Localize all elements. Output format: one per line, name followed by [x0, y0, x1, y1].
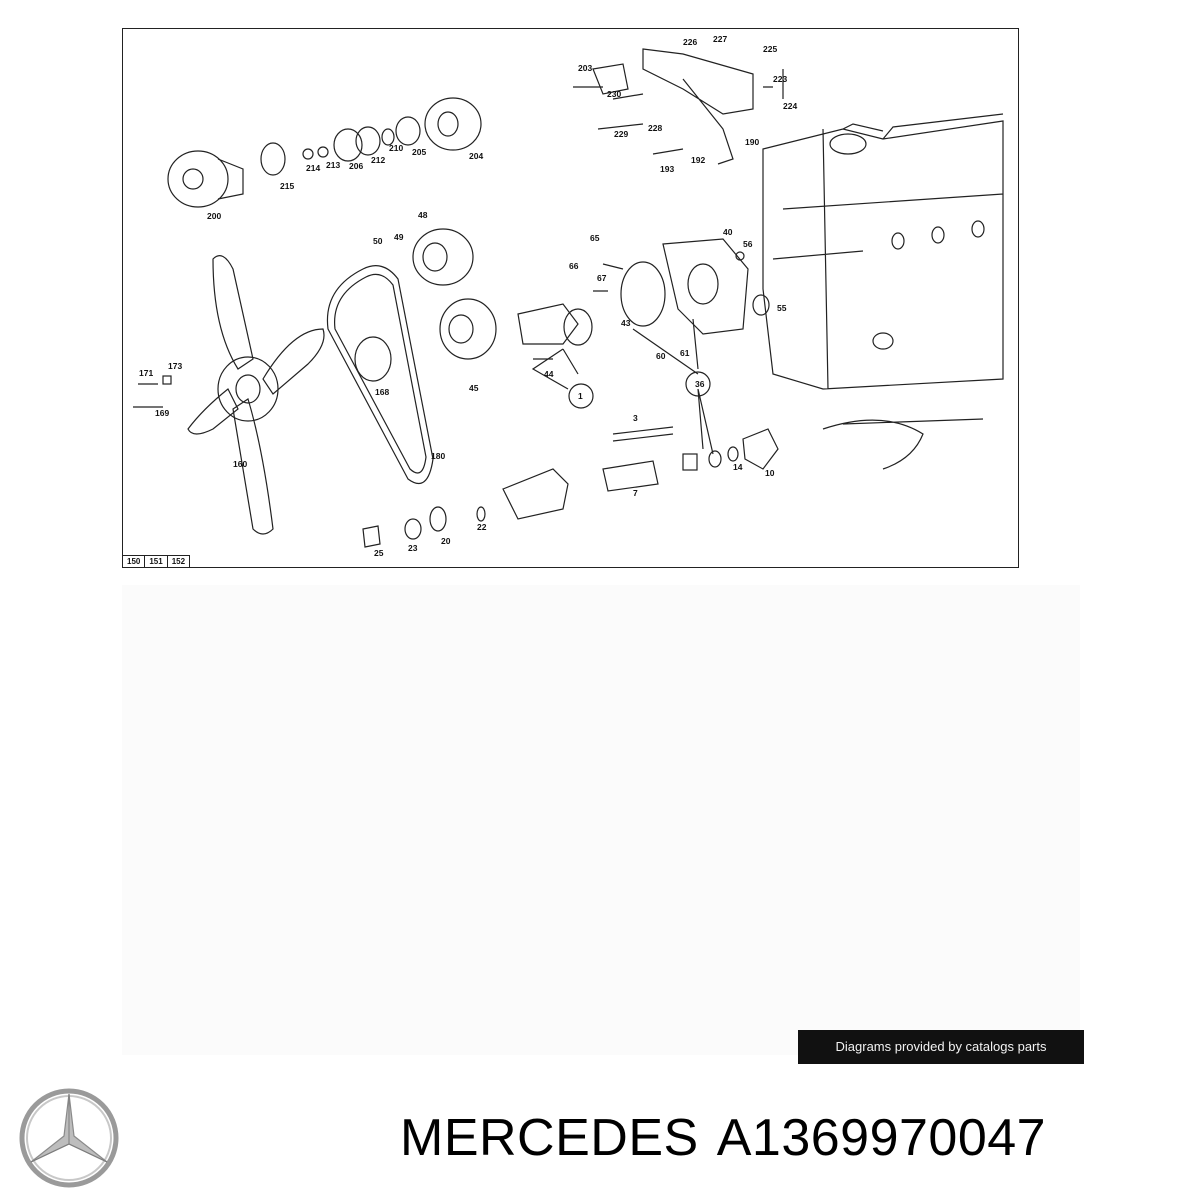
part-callout-204[interactable]: 204 — [469, 151, 483, 161]
page-ref[interactable]: 152 — [168, 556, 191, 567]
part-callout-44[interactable]: 44 — [544, 369, 554, 379]
part-callout-60[interactable]: 60 — [656, 351, 666, 361]
part-callout-65[interactable]: 65 — [590, 233, 600, 243]
page-ref[interactable]: 150 — [123, 556, 146, 567]
part-callout-55[interactable]: 55 — [777, 303, 787, 313]
part-callout-48[interactable]: 48 — [418, 210, 428, 220]
part-callout-224[interactable]: 224 — [783, 101, 797, 111]
part-callout-1[interactable]: 1 — [578, 391, 583, 401]
content-background — [122, 585, 1080, 1055]
part-callout-206[interactable]: 206 — [349, 161, 363, 171]
page-reference-box: 150 151 152 — [123, 555, 191, 567]
part-callout-20[interactable]: 20 — [441, 536, 451, 546]
part-callout-225[interactable]: 225 — [763, 44, 777, 54]
part-callout-226[interactable]: 226 — [683, 37, 697, 47]
part-callout-229[interactable]: 229 — [614, 129, 628, 139]
pulley-200-drawing — [167, 150, 229, 208]
part-callout-67[interactable]: 67 — [597, 273, 607, 283]
part-callout-205[interactable]: 205 — [412, 147, 426, 157]
part-callout-22[interactable]: 22 — [477, 522, 487, 532]
part-callout-14[interactable]: 14 — [733, 462, 743, 472]
part-callout-23[interactable]: 23 — [408, 543, 418, 553]
part-callout-25[interactable]: 25 — [374, 548, 384, 558]
bracket-drawing — [642, 48, 754, 165]
part-callout-212[interactable]: 212 — [371, 155, 385, 165]
part-callout-200[interactable]: 200 — [207, 211, 221, 221]
part-callout-56[interactable]: 56 — [743, 239, 753, 249]
brand-name: MERCEDES — [400, 1109, 699, 1167]
part-callout-230[interactable]: 230 — [607, 89, 621, 99]
part-callout-7[interactable]: 7 — [633, 488, 638, 498]
part-callout-36[interactable]: 36 — [695, 379, 705, 389]
mercedes-star-icon — [19, 1088, 119, 1188]
engine-block-drawing — [762, 113, 1004, 390]
part-callout-50[interactable]: 50 — [373, 236, 383, 246]
part-callout-203[interactable]: 203 — [578, 63, 592, 73]
part-callout-61[interactable]: 61 — [680, 348, 690, 358]
part-callout-43[interactable]: 43 — [621, 318, 631, 328]
callout-circle-36 — [685, 371, 711, 397]
water-pump-drawing — [662, 238, 749, 335]
part-number[interactable]: A1369970047 — [716, 1109, 1047, 1167]
part-callout-180[interactable]: 180 — [431, 451, 445, 461]
part-callout-173[interactable]: 173 — [168, 361, 182, 371]
part-callout-210[interactable]: 210 — [389, 143, 403, 153]
part-callout-192[interactable]: 192 — [691, 155, 705, 165]
part-callout-160[interactable]: 160 — [233, 459, 247, 469]
part-callout-227[interactable]: 227 — [713, 34, 727, 44]
part-callout-171[interactable]: 171 — [139, 368, 153, 378]
diagram-credit-banner: Diagrams provided by catalogs parts — [798, 1030, 1084, 1064]
callout-circle-1 — [568, 383, 594, 409]
part-callout-10[interactable]: 10 — [765, 468, 775, 478]
part-callout-169[interactable]: 169 — [155, 408, 169, 418]
fan-drawing — [187, 255, 325, 535]
product-title: MERCEDES A1369970047 — [400, 1108, 1064, 1168]
v-belt-drawing — [326, 265, 434, 484]
part-callout-168[interactable]: 168 — [375, 387, 389, 397]
part-callout-214[interactable]: 214 — [306, 163, 320, 173]
page-ref[interactable]: 151 — [145, 556, 168, 567]
part-callout-213[interactable]: 213 — [326, 160, 340, 170]
part-callout-228[interactable]: 228 — [648, 123, 662, 133]
part-callout-49[interactable]: 49 — [394, 232, 404, 242]
part-callout-66[interactable]: 66 — [569, 261, 579, 271]
part-callout-45[interactable]: 45 — [469, 383, 479, 393]
part-callout-190[interactable]: 190 — [745, 137, 759, 147]
pulley-204-drawing — [424, 97, 482, 151]
part-callout-193[interactable]: 193 — [660, 164, 674, 174]
part-callout-215[interactable]: 215 — [280, 181, 294, 191]
part-callout-40[interactable]: 40 — [723, 227, 733, 237]
part-callout-223[interactable]: 223 — [773, 74, 787, 84]
part-callout-3[interactable]: 3 — [633, 413, 638, 423]
